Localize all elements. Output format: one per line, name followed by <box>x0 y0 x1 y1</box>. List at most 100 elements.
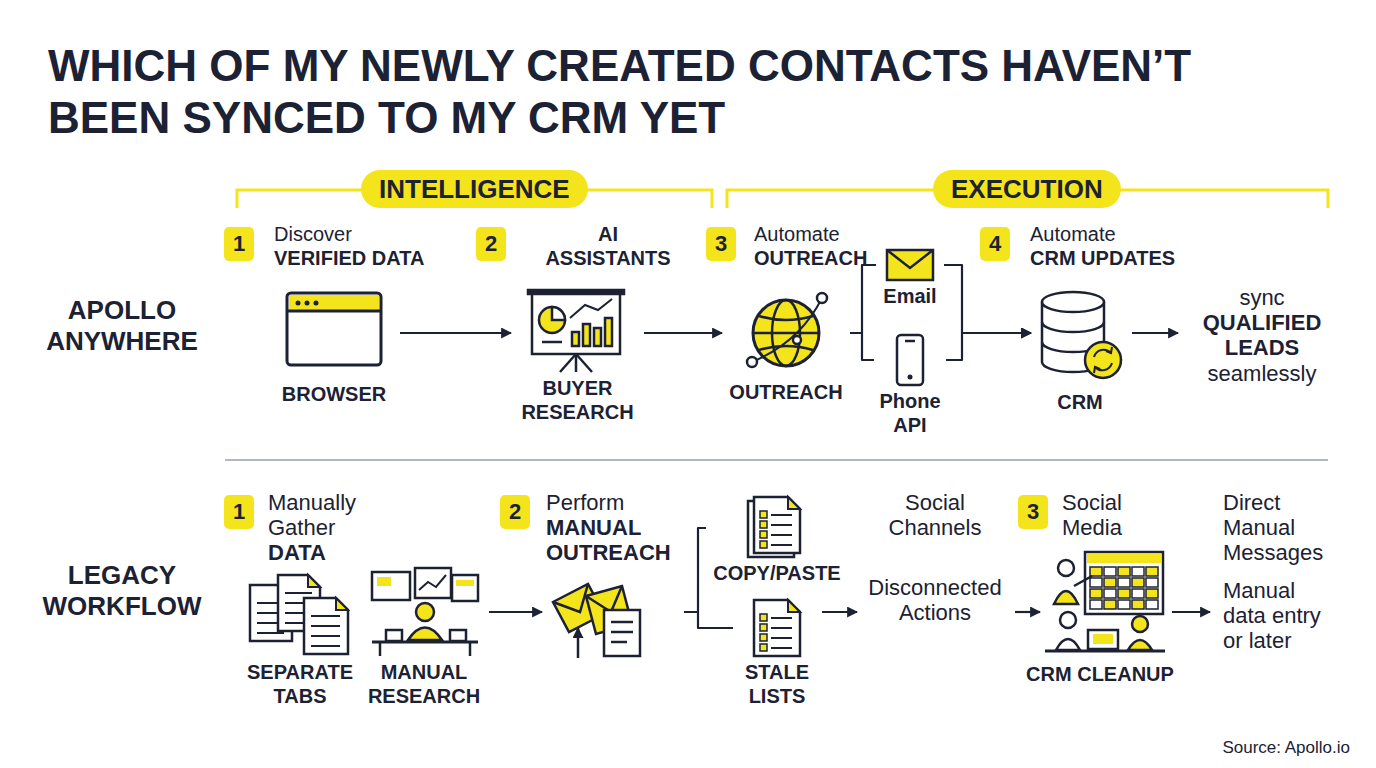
connector <box>944 265 1031 333</box>
label-box: Automate <box>754 222 840 246</box>
browser-icon-part <box>314 301 319 306</box>
crm-cleanup-icon-part-part <box>1090 589 1102 598</box>
label-box: Manually Gather <box>268 490 378 540</box>
database-icon-part <box>1085 342 1121 378</box>
label-box: Discover <box>274 222 352 246</box>
icon-node: SEPARATE TABS <box>240 572 360 708</box>
label-box: VERIFIED DATA <box>274 246 424 270</box>
crm-cleanup-icon-part <box>1090 567 1158 609</box>
step-verb: Automate <box>754 222 840 246</box>
step-verb: Manually Gather <box>268 490 378 540</box>
flow-arrow-part <box>1015 611 1040 613</box>
flow-arrow-part <box>1132 332 1178 334</box>
label-box: AI <box>533 222 683 246</box>
step-verb: Discover <box>274 222 352 246</box>
icon-caption: OUTREACH <box>726 380 846 404</box>
research-desk-icon <box>372 568 478 656</box>
label-box: 4 <box>980 227 1010 261</box>
document-icons-part <box>336 598 348 610</box>
crm-cleanup-icon-part-part <box>1118 589 1130 598</box>
research-desk-icon-part <box>452 575 478 601</box>
browser-icon <box>287 293 381 365</box>
section-pill: INTELLIGENCE <box>361 170 588 208</box>
step-title: OUTREACH <box>754 246 867 270</box>
document-icons-part <box>311 635 340 637</box>
research-desk-icon-part <box>408 628 442 641</box>
browser-icon-part <box>288 310 380 313</box>
database-icon-part <box>1042 322 1104 332</box>
step-title: CRM UPDATES <box>1030 246 1175 270</box>
research-desk-icon-part <box>416 603 434 621</box>
label-box: 3 <box>1018 495 1048 529</box>
section-title: EXECUTION <box>951 173 1103 205</box>
document-icons-part <box>788 600 800 612</box>
label-box: Disconnected Actions <box>860 575 1010 625</box>
row-label: LEGACY WORKFLOW <box>17 560 227 622</box>
crm-cleanup-icon-part-part <box>1104 567 1116 576</box>
step-title: DATA <box>268 540 326 565</box>
browser-icon-part <box>305 301 310 306</box>
crm-cleanup-icon <box>1045 552 1165 651</box>
document-icons-part <box>760 644 767 651</box>
icon-node: BROWSER <box>272 290 396 406</box>
research-board-icon-part <box>583 324 590 346</box>
document-icons-part <box>311 625 340 627</box>
research-desk-icon-part <box>377 577 391 586</box>
icon-caption: STALE LISTS <box>737 660 817 708</box>
icon-node: OUTREACH <box>726 294 846 404</box>
label-box: Social Media <box>1062 490 1152 540</box>
icon-node: CRM <box>1035 290 1125 414</box>
globe-icon-part <box>753 332 819 335</box>
crm-cleanup-icon-part <box>1060 612 1076 628</box>
document-icons-part <box>311 645 340 647</box>
crm-cleanup-icon-part-part <box>1132 578 1144 587</box>
crm-cleanup-icon-part-part <box>1090 578 1102 587</box>
caption-box: Source: Apollo.io <box>1200 738 1350 758</box>
document-icons-part <box>788 497 800 509</box>
document-icons-part <box>760 614 767 621</box>
icon-caption: COPY/PASTE <box>710 561 844 585</box>
document-icons-part <box>771 544 792 546</box>
label-box: seamlessly <box>1187 361 1337 386</box>
crm-cleanup-icon-part <box>1058 560 1074 576</box>
research-board-icon-part <box>560 354 576 372</box>
document-icons-part <box>311 615 340 617</box>
callout-number: 3 <box>706 227 736 261</box>
note-text: Social Channels <box>879 490 991 540</box>
document-icons-part <box>760 531 767 538</box>
envelopes-icon-part <box>586 586 622 612</box>
label-box: Manual data entry or later <box>1223 578 1331 653</box>
document-icons-part <box>771 617 792 619</box>
connector <box>946 333 1031 360</box>
browser-icon-part <box>296 301 301 306</box>
icon-caption: BROWSER <box>272 382 396 406</box>
envelopes-icon-part <box>577 628 580 658</box>
document-icons-part <box>760 624 767 631</box>
step-title: AI <box>533 222 683 246</box>
globe-icon-part <box>817 293 827 303</box>
crm-cleanup-icon-part-part <box>1104 600 1116 609</box>
research-board-icon-part <box>576 354 592 372</box>
research-board-icon <box>528 290 624 372</box>
section-title: INTELLIGENCE <box>379 173 570 205</box>
icon-caption: CRM <box>1035 390 1125 414</box>
database-icon-part <box>1094 367 1100 373</box>
envelopes-icon <box>553 584 640 658</box>
connector <box>400 332 511 334</box>
icon-caption: Phone <box>878 389 942 413</box>
browser-icon-part <box>287 293 381 365</box>
crm-cleanup-icon-part-part <box>1118 600 1130 609</box>
crm-cleanup-icon-part-part <box>1146 567 1158 576</box>
crm-cleanup-icon-part-part <box>1132 567 1144 576</box>
crm-cleanup-icon-part-part <box>1118 578 1130 587</box>
research-desk-icon-part <box>419 575 446 590</box>
icon-node: MANUAL RESEARCH <box>363 568 485 708</box>
label-box: CRM UPDATES <box>1030 246 1175 270</box>
separator <box>225 459 1328 461</box>
icon-node: STALE LISTS <box>737 600 817 708</box>
flow-arrow-part <box>1172 611 1210 613</box>
note-text: Disconnected Actions <box>860 575 1010 625</box>
research-desk-icon-part <box>469 642 472 656</box>
label-box: Social Channels <box>879 490 991 540</box>
